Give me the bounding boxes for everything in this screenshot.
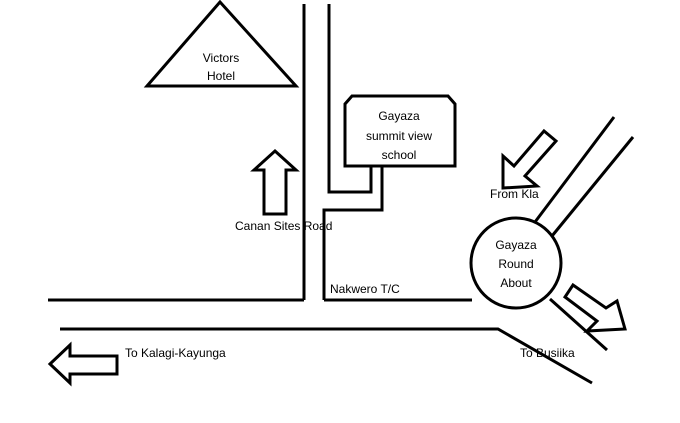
from-kla-label: From Kla xyxy=(490,187,539,201)
west-arrow-icon xyxy=(47,341,119,387)
canan-sites-road-label: Canan Sites Road xyxy=(235,219,332,233)
roundabout-label-line2: Round xyxy=(498,257,533,271)
main-road xyxy=(48,297,609,385)
school-label-line1: Gayaza xyxy=(378,109,420,123)
to-busiika-arrow-icon xyxy=(562,282,627,333)
roundabout-label-line3: About xyxy=(500,276,532,290)
school-label-line2: summit view xyxy=(366,129,432,143)
victors-hotel-label-line2: Hotel xyxy=(207,69,235,83)
from-kampala-arrow-icon xyxy=(501,128,559,190)
nakwero-label: Nakwero T/C xyxy=(330,282,400,296)
victors-hotel-label-line1: Victors xyxy=(203,51,239,65)
north-arrow-icon xyxy=(250,148,300,216)
roundabout-label-line1: Gayaza xyxy=(495,238,537,252)
to-busiika-label: To Busiika xyxy=(520,346,575,360)
to-kalagi-kayunga-label: To Kalagi-Kayunga xyxy=(125,346,226,360)
school-access-road xyxy=(322,4,384,300)
school-label-line3: school xyxy=(382,148,417,162)
school-marker: Gayaza summit view school xyxy=(343,94,457,168)
kampala-road xyxy=(533,116,635,237)
roundabout-marker: Gayaza Round About xyxy=(469,216,563,310)
victors-hotel-marker: Victors Hotel xyxy=(143,0,300,88)
